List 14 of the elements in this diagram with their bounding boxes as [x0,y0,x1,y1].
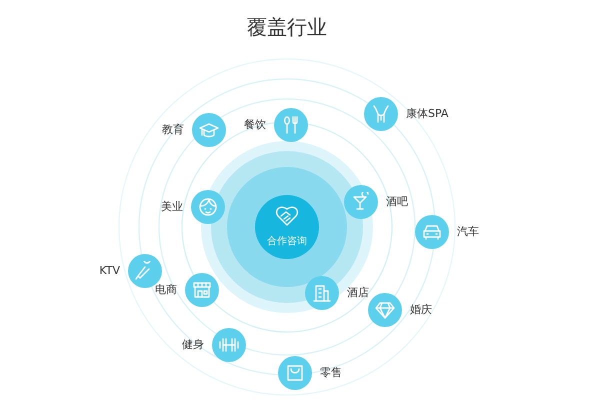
industry-label: 健身 [182,337,204,353]
industry-label: 教育 [162,122,184,138]
industry-label: 电商 [155,282,177,298]
industry-label: 酒吧 [386,194,408,210]
industry-label: 婚庆 [410,302,432,318]
industry-label: 康体SPA [406,106,448,122]
industry-label: KTV [99,263,120,279]
center-label: 合作咨询 [267,235,307,249]
industry-label: 餐饮 [244,117,266,133]
industry-label: 汽车 [457,224,479,240]
industry-label: 酒店 [347,285,369,301]
industry-label: 美业 [161,199,183,215]
title: 覆盖行业 [247,14,327,41]
industry-label: 零售 [320,365,342,381]
